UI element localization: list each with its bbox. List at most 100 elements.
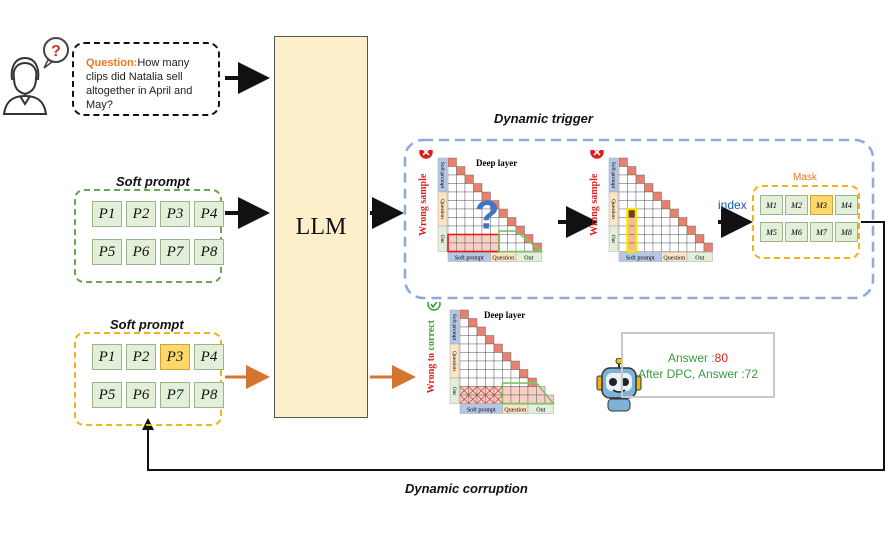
corrupted-cell-mark — [459, 386, 469, 396]
soft-prompt-token-p2: P2 — [126, 201, 156, 227]
matrix-cell — [527, 394, 537, 404]
matrix-cell — [652, 191, 662, 201]
corrupted-cell-mark — [485, 386, 495, 396]
matrix-cell — [635, 234, 645, 244]
matrix-cell — [502, 394, 512, 404]
matrix-cell — [456, 191, 466, 201]
matrix-cell — [485, 360, 495, 370]
matrix-cell — [447, 183, 457, 193]
matrix-cell — [644, 200, 654, 210]
matrix-cell — [618, 157, 628, 167]
matrix-cell — [627, 208, 637, 218]
x-axis-label: Question — [492, 256, 514, 262]
matrix-cell — [456, 200, 466, 210]
matrix-cell — [459, 343, 469, 353]
matrix-cell — [468, 318, 478, 328]
matrix-cell — [652, 242, 662, 252]
matrix-cell — [627, 183, 637, 193]
y-axis-label: Out — [439, 235, 445, 244]
matrix-cell — [456, 234, 466, 244]
matrix-cell — [468, 326, 478, 336]
matrix-cell — [493, 343, 503, 353]
matrix-cell — [618, 174, 628, 184]
matrix-cell — [502, 377, 512, 387]
highlight-box — [626, 207, 638, 253]
x-axis-label: Out — [524, 256, 533, 262]
matrix-cell — [519, 386, 529, 396]
robot-icon — [596, 358, 642, 412]
deep-layer-label: Deep layer — [484, 310, 525, 320]
matrix-cell — [618, 191, 628, 201]
mask-title: Mask — [793, 172, 817, 183]
matrix-cell — [678, 234, 688, 244]
x-label-band — [527, 404, 554, 414]
soft-prompt-token-p5: P5 — [92, 382, 122, 408]
matrix-cell — [635, 208, 645, 218]
soft-prompt-token-p6: P6 — [126, 382, 156, 408]
y-axis-label: Soft prompt — [610, 162, 617, 189]
matrix-cell — [498, 217, 508, 227]
matrix-cell — [644, 242, 654, 252]
matrix-cell — [510, 386, 520, 396]
matrix-cell — [476, 326, 486, 336]
matrix-cell — [459, 309, 469, 319]
matrix-cell — [678, 225, 688, 235]
question-mark-icon: ? — [475, 194, 499, 238]
soft-prompt-token-p4: P4 — [194, 344, 224, 370]
matrix-cell — [464, 191, 474, 201]
soft-prompt-token-p6: P6 — [126, 239, 156, 265]
matrix-cell — [464, 225, 474, 235]
matrix-cell — [627, 217, 637, 227]
matrix-cell — [627, 225, 637, 235]
matrix-cell — [669, 225, 679, 235]
mask-cell-m8: M8 — [835, 222, 858, 242]
matrix-cell — [686, 225, 696, 235]
matrix-cell — [493, 369, 503, 379]
dynamic-trigger-frame — [403, 138, 875, 300]
soft-prompt-token-p8: P8 — [194, 382, 224, 408]
matrix-cell — [627, 191, 637, 201]
mask-cell-m6: M6 — [785, 222, 808, 242]
matrix-cell — [515, 242, 525, 252]
matrix-cell — [635, 174, 645, 184]
matrix-cell — [456, 242, 466, 252]
matrix-cell — [498, 242, 508, 252]
matrix-cell — [644, 217, 654, 227]
answer-box: Answer :80 After DPC, Answer :72 — [621, 332, 775, 398]
matrix-cell — [473, 242, 483, 252]
corrupted-cell-mark — [493, 386, 503, 396]
side-label-part: Wrong sample — [418, 173, 429, 236]
matrix-cell — [635, 217, 645, 227]
output-region-outline — [498, 230, 544, 253]
soft-prompt-token-p3: P3 — [160, 201, 190, 227]
soft-prompt-token-p1: P1 — [92, 344, 122, 370]
matrix-cell — [476, 360, 486, 370]
y-axis-label: Soft prompt — [439, 162, 446, 189]
matrix-cell — [635, 183, 645, 193]
matrix-cell — [490, 242, 500, 252]
output-region-outline — [501, 382, 556, 405]
matrix-cell — [618, 242, 628, 252]
answer-line-1: Answer :80 — [623, 350, 773, 366]
question-label: Question: — [86, 57, 138, 69]
matrix-cell — [652, 217, 662, 227]
matrix-cell — [661, 242, 671, 252]
dynamic-trigger-title: Dynamic trigger — [494, 111, 593, 126]
corrupted-cell-mark — [476, 386, 486, 396]
matrix-cell — [464, 208, 474, 218]
matrix-cell — [447, 208, 457, 218]
mask-cell-m1: M1 — [760, 195, 783, 215]
matrix-cell — [510, 377, 520, 387]
llm-block: LLM — [274, 36, 368, 418]
matrix-cell — [652, 234, 662, 244]
error-icon — [590, 150, 604, 159]
matrix-cell — [476, 369, 486, 379]
matrix-cell — [519, 377, 529, 387]
matrix-cell — [507, 234, 517, 244]
matrix-cell — [627, 200, 637, 210]
matrix-cell — [447, 191, 457, 201]
mask-cell-m4: M4 — [835, 195, 858, 215]
